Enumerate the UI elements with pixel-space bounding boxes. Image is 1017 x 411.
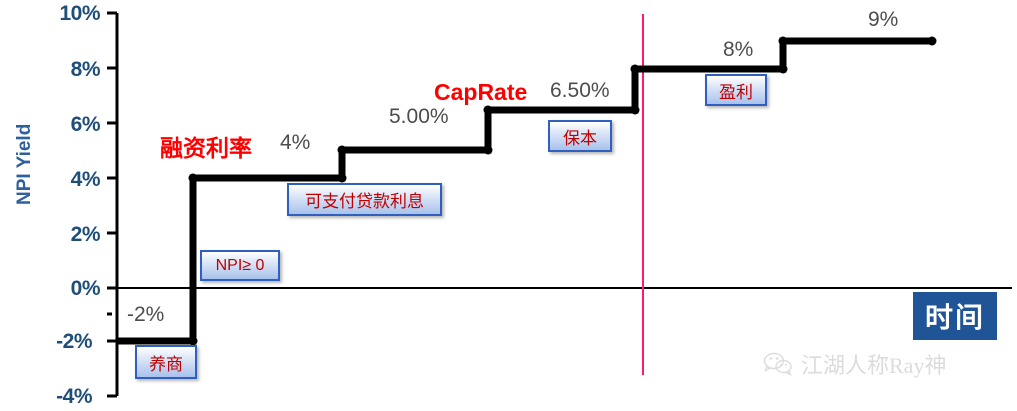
value-label-4: 4% [280, 131, 311, 154]
step-node-4 [188, 173, 198, 183]
step-line-series [117, 37, 932, 345]
value-label-650: 6.50% [550, 79, 610, 102]
ytick-label-4: 4% [70, 168, 101, 191]
value-label-9: 9% [868, 8, 899, 31]
callout-pay-interest[interactable]: 可支付贷款利息 [287, 183, 442, 216]
value-label-8: 8% [723, 38, 754, 61]
watermark-text: 江湖人称Ray神 [801, 353, 947, 378]
step-node-5 [337, 145, 347, 155]
callout-pay-interest-text: 可支付贷款利息 [305, 192, 424, 211]
callout-breakeven[interactable]: 保本 [548, 120, 612, 152]
ytick-label-0: 0% [70, 277, 101, 300]
step-node-8 [630, 64, 640, 74]
time-axis-label: 时间 [924, 303, 985, 334]
ytick-label-neg4: -4% [56, 385, 92, 408]
value-label-5: 5.00% [389, 105, 449, 128]
callout-npi-nonneg[interactable]: NPI≥ 0 [200, 250, 280, 281]
step-node-8-end [778, 64, 788, 74]
callout-nurture[interactable]: 养商 [135, 345, 197, 379]
step-node-neg2 [188, 336, 198, 346]
financing-rate-label: 融资利率 [160, 136, 252, 161]
callout-profit[interactable]: 盈利 [705, 74, 767, 106]
cap-rate-label: CapRate [434, 79, 528, 105]
ytick-label-6: 6% [70, 113, 101, 136]
ytick-label-neg2: -2% [56, 330, 92, 353]
ytick-label-2: 2% [70, 223, 101, 246]
callout-breakeven-text: 保本 [563, 128, 597, 148]
wechat-icon [763, 352, 793, 376]
step-node-650 [483, 105, 493, 115]
step-node-5-end [483, 145, 493, 155]
step-node-650-end [630, 105, 640, 115]
callout-npi-nonneg-text: NPI≥ 0 [215, 256, 265, 274]
ytick-label-8: 8% [70, 58, 101, 81]
watermark: 江湖人称Ray神 [763, 348, 946, 380]
step-node-9 [778, 36, 788, 46]
callout-profit-text: 盈利 [719, 82, 753, 102]
step-node-9-end [927, 36, 937, 46]
time-axis-box: 时间 [913, 292, 997, 340]
value-label-neg2: -2% [127, 303, 165, 326]
ytick-label-10: 10% [59, 2, 100, 25]
callout-nurture-text: 养商 [149, 354, 183, 374]
step-node-4-end [337, 173, 347, 183]
